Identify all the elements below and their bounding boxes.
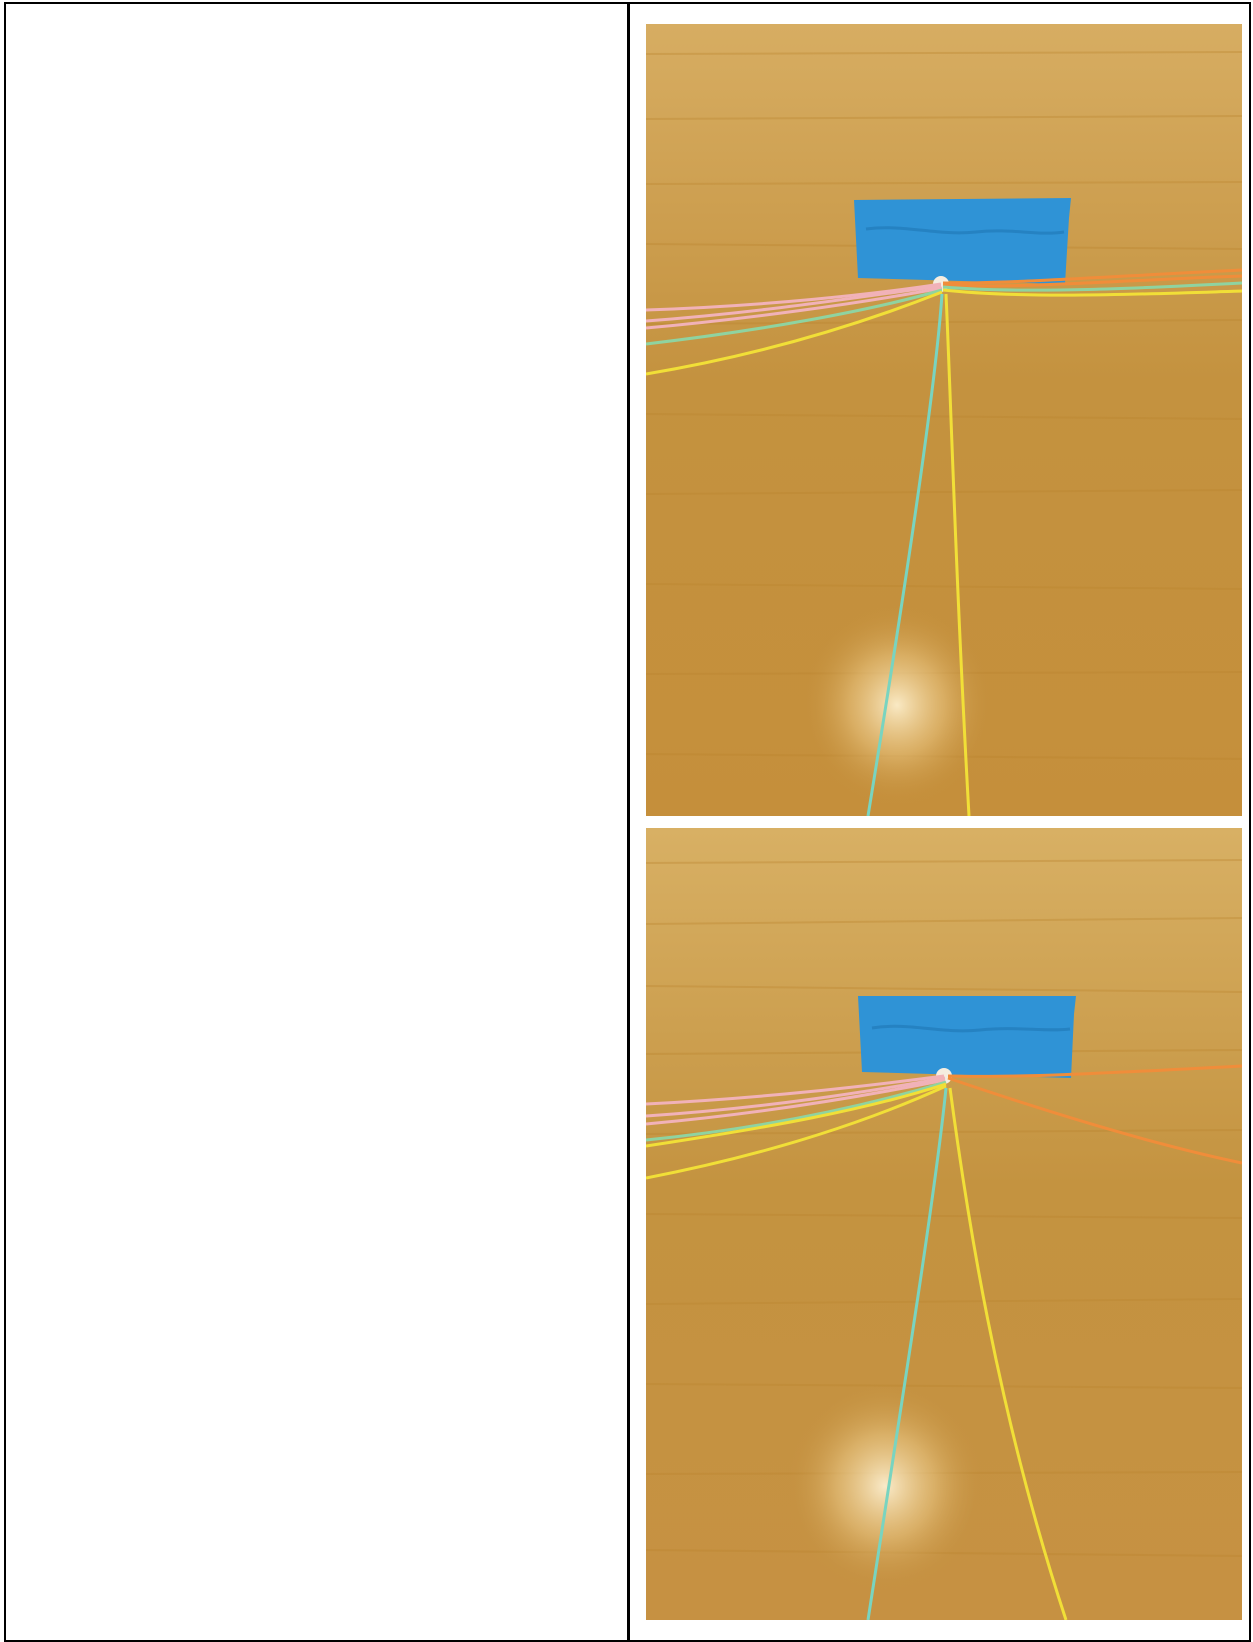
threads — [646, 268, 1242, 816]
document-table — [4, 2, 1251, 1642]
light-glare — [726, 409, 1106, 809]
photo-step-1 — [646, 24, 1242, 816]
photo-step-2 — [646, 828, 1242, 1620]
empty-text-cell — [6, 4, 630, 1640]
photo-cell — [630, 4, 1249, 1640]
light-glare — [718, 1198, 1098, 1598]
photo-step-2-image — [646, 828, 1242, 1620]
blue-tape — [858, 996, 1076, 1078]
blue-tape — [854, 198, 1071, 284]
threads — [646, 1064, 1242, 1620]
photo-step-1-image — [646, 24, 1242, 816]
